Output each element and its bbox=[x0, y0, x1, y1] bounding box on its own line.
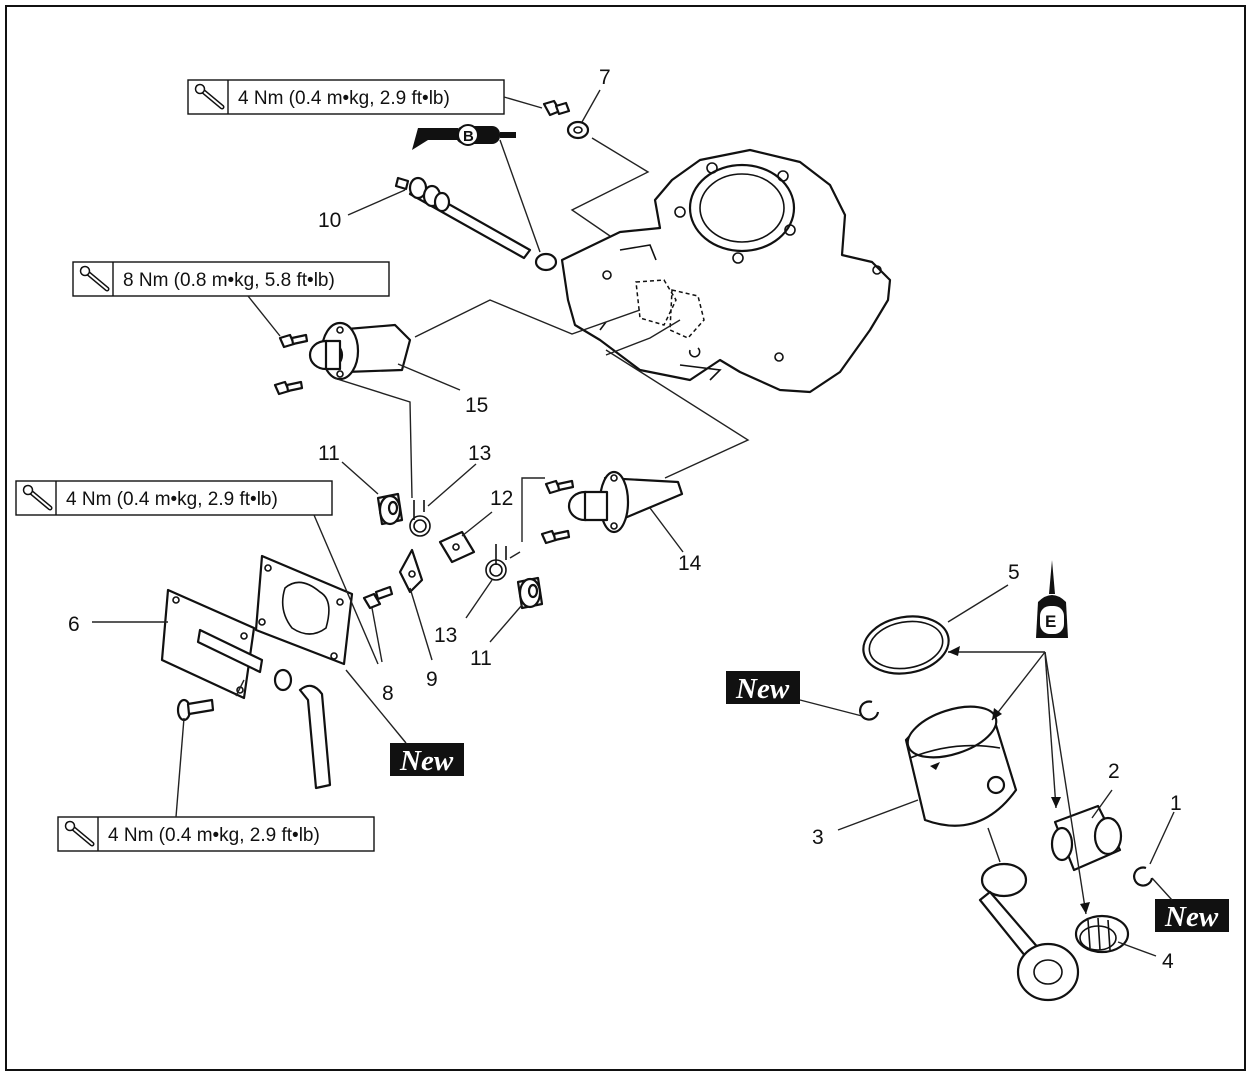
callout-numbers: 7 10 15 11 13 12 14 13 11 6 8 9 5 2 1 3 … bbox=[68, 66, 1182, 973]
new-badge: New bbox=[726, 671, 800, 705]
callout-12: 12 bbox=[490, 487, 513, 510]
callout-8: 8 bbox=[382, 682, 394, 705]
screw bbox=[540, 479, 575, 545]
torque-wrench-icon bbox=[64, 820, 95, 847]
callout-14: 14 bbox=[678, 552, 702, 575]
svg-text:New: New bbox=[735, 673, 790, 705]
callout-11: 11 bbox=[318, 442, 340, 465]
part-7-bolt bbox=[542, 99, 590, 140]
part-2-pin bbox=[1050, 804, 1123, 872]
callout-7: 7 bbox=[599, 66, 611, 89]
cylinder bbox=[560, 148, 892, 394]
torque-spec-1: 4 Nm (0.4 m•kg, 2.9 ft•lb) bbox=[187, 79, 505, 115]
torque-value: 4 Nm (0.4 m•kg, 2.9 ft•lb) bbox=[238, 88, 450, 109]
torque-value: 4 Nm (0.4 m•kg, 2.9 ft•lb) bbox=[66, 489, 278, 510]
callout-3: 3 bbox=[812, 826, 824, 849]
grease-gun-icon: B bbox=[412, 124, 516, 150]
torque-wrench-icon bbox=[22, 484, 53, 511]
torque-wrench-icon bbox=[194, 83, 225, 110]
part-6-cover bbox=[160, 588, 264, 700]
new-badge: New bbox=[1155, 899, 1229, 933]
oil-letter: E bbox=[1045, 612, 1056, 631]
frame bbox=[5, 5, 1246, 1071]
part-9-plate bbox=[398, 548, 424, 594]
callout-6: 6 bbox=[68, 613, 80, 636]
part-5-ring bbox=[862, 615, 950, 675]
part-15-housing bbox=[308, 321, 412, 381]
callout-4: 4 bbox=[1162, 950, 1174, 973]
callout-13: 13 bbox=[434, 624, 457, 647]
part-3-piston bbox=[904, 705, 1018, 827]
callout-13: 13 bbox=[468, 442, 491, 465]
part-13-spring bbox=[409, 500, 507, 581]
torque-spec-2: 8 Nm (0.8 m•kg, 5.8 ft•lb) bbox=[72, 261, 390, 297]
callout-1: 1 bbox=[1170, 792, 1182, 815]
svg-text:New: New bbox=[1164, 901, 1219, 933]
circlip bbox=[859, 700, 1154, 887]
torque-value: 8 Nm (0.8 m•kg, 5.8 ft•lb) bbox=[123, 270, 335, 291]
new-badge: New bbox=[390, 743, 464, 777]
grease-letter: B bbox=[463, 128, 474, 145]
callout-5: 5 bbox=[1008, 561, 1020, 584]
screw bbox=[176, 698, 215, 722]
part-11-bushing bbox=[376, 492, 544, 610]
arrowheads bbox=[948, 646, 1090, 914]
screw bbox=[273, 333, 309, 396]
part-14-housing bbox=[567, 470, 684, 534]
torque-wrench-icon bbox=[79, 265, 110, 292]
leader-lines bbox=[92, 89, 1175, 957]
callout-10: 10 bbox=[318, 209, 341, 232]
torque-spec-4: 4 Nm (0.4 m•kg, 2.9 ft•lb) bbox=[57, 816, 375, 852]
part-4-bearing bbox=[1074, 914, 1130, 954]
torque-spec-3: 4 Nm (0.4 m•kg, 2.9 ft•lb) bbox=[15, 480, 333, 516]
svg-text:New: New bbox=[399, 745, 454, 777]
callout-11: 11 bbox=[470, 647, 492, 670]
part-8-bolt bbox=[362, 585, 394, 610]
hose bbox=[273, 668, 332, 790]
oil-can-icon: E bbox=[1036, 560, 1068, 638]
connecting-rod bbox=[978, 862, 1080, 1002]
callout-15: 15 bbox=[465, 394, 488, 417]
torque-value: 4 Nm (0.4 m•kg, 2.9 ft•lb) bbox=[108, 825, 320, 846]
callout-9: 9 bbox=[426, 668, 438, 691]
part-10-shaft bbox=[394, 176, 558, 272]
callout-2: 2 bbox=[1108, 760, 1120, 783]
part-12-lever bbox=[438, 530, 476, 564]
gasket bbox=[254, 554, 354, 666]
